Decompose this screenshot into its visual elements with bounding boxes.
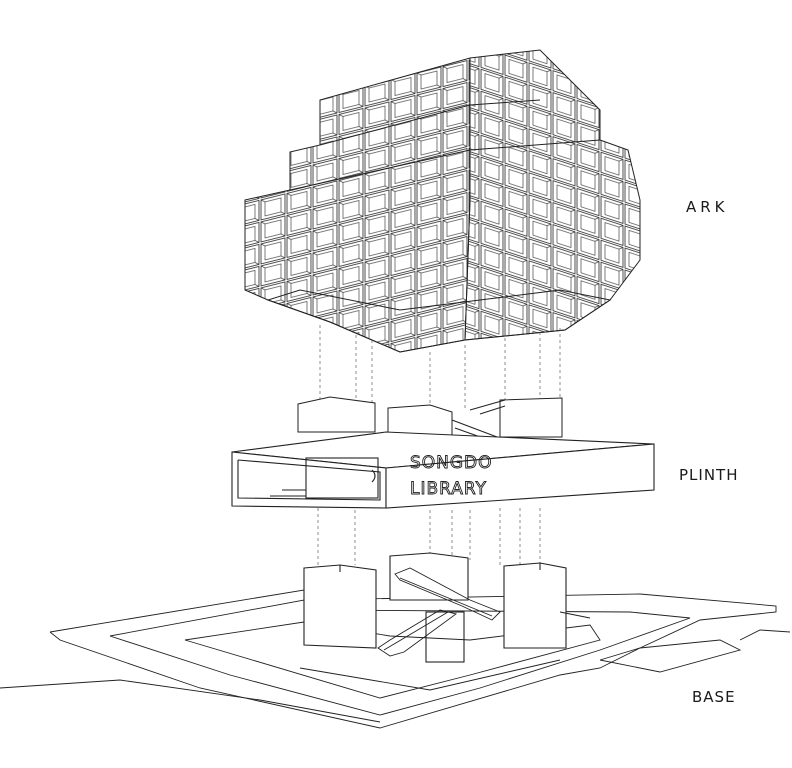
ark-left-face (244, 57, 471, 353)
site-edge-inner (109, 599, 691, 716)
projection-lines (317, 325, 561, 570)
plinth-side (385, 443, 655, 509)
ark-volume (244, 49, 641, 353)
sign-line-2: LIBRARY (410, 479, 487, 499)
core-right-front (503, 562, 567, 649)
roof-pavilions (297, 396, 563, 445)
core-left-front (303, 564, 377, 649)
escalators (377, 567, 591, 657)
plinth-label: PLINTH (679, 466, 739, 484)
base-label: BASE (692, 688, 736, 706)
base-cores (303, 552, 567, 663)
sign-line-1: SONGDO (410, 453, 493, 473)
ark-underside (266, 289, 612, 353)
ark-label: ARK (686, 198, 729, 216)
site-ground-plane (0, 589, 791, 729)
plinth-volume: SONGDO LIBRARY (231, 431, 655, 509)
ark-right-face (464, 49, 641, 341)
